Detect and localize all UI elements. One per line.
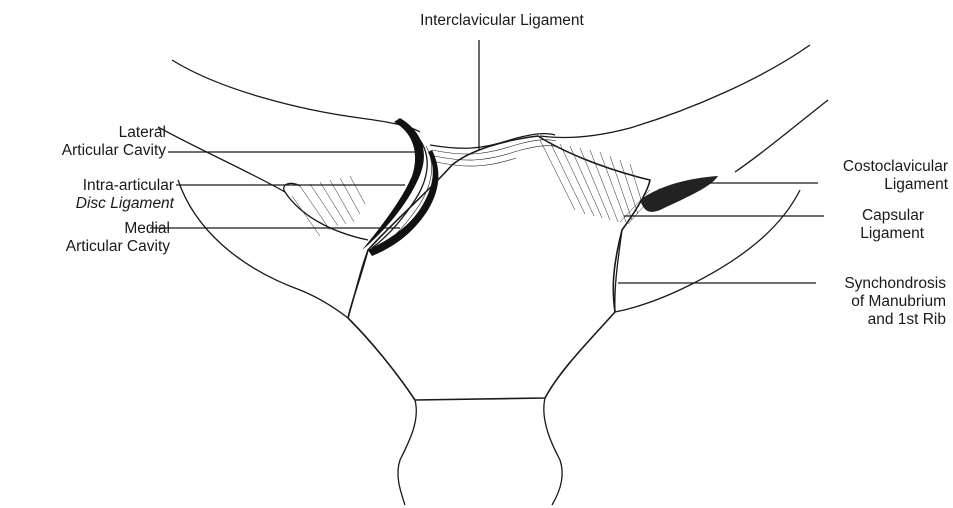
- label-intra-line2: Disc Ligament: [14, 195, 174, 213]
- left-first-rib: [178, 180, 348, 318]
- label-lateral-line2: Articular Cavity: [14, 142, 166, 160]
- label-synch-line3: and 1st Rib: [818, 311, 946, 329]
- label-lateral-line1: Lateral: [14, 124, 166, 142]
- label-lateral-articular-cavity: Lateral Articular Cavity: [14, 124, 166, 160]
- label-medial-line1: Medial: [24, 220, 170, 238]
- label-capsular-line2: Ligament: [826, 225, 924, 243]
- label-synchondrosis: Synchondrosis of Manubrium and 1st Rib: [818, 275, 946, 329]
- label-synch-line1: Synchondrosis: [818, 275, 946, 293]
- manubrium: [348, 136, 650, 400]
- right-first-rib: [615, 190, 800, 312]
- label-medial-line2: Articular Cavity: [24, 238, 170, 256]
- label-capsular-ligament: Capsular Ligament: [826, 207, 924, 243]
- sternum-body: [398, 400, 416, 505]
- label-intra-articular-disc-ligament: Intra-articular Disc Ligament: [14, 177, 174, 213]
- left-clavicle-lower: [158, 127, 285, 192]
- label-medial-articular-cavity: Medial Articular Cavity: [24, 220, 170, 256]
- right-clavicle: [540, 45, 810, 138]
- left-clavicle: [172, 60, 420, 132]
- label-costo-line1: Costoclavicular: [820, 158, 948, 176]
- label-costoclavicular-ligament: Costoclavicular Ligament: [820, 158, 948, 194]
- left-clavicle-end: [285, 192, 368, 240]
- sternum-body-right: [544, 398, 562, 505]
- label-interclavicular-ligament: Interclavicular Ligament: [400, 12, 604, 30]
- label-synch-line2: of Manubrium: [818, 293, 946, 311]
- right-clavicle-lower: [735, 100, 828, 172]
- label-costo-line2: Ligament: [820, 176, 948, 194]
- label-capsular-line1: Capsular: [826, 207, 924, 225]
- label-intra-line1: Intra-articular: [14, 177, 174, 195]
